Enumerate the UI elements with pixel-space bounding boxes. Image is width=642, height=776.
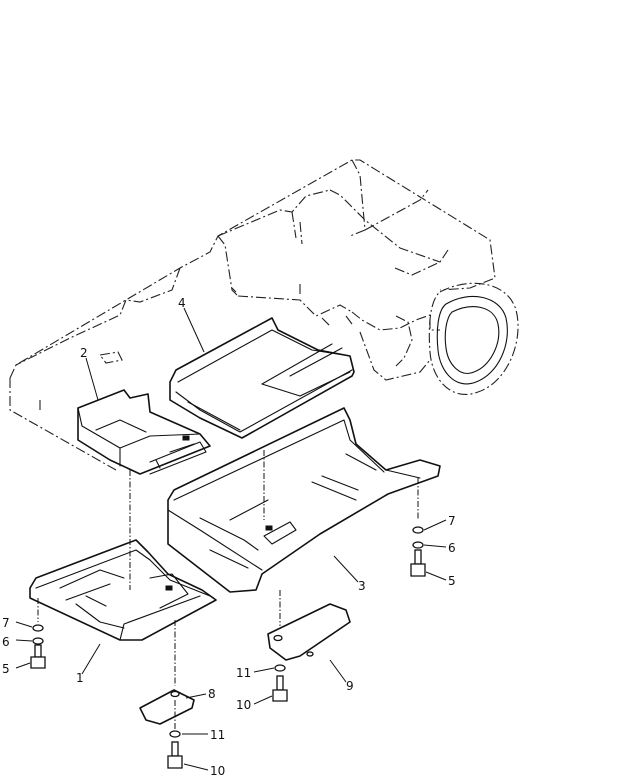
bolt-stack-left xyxy=(30,624,46,669)
callout-1: 1 xyxy=(76,671,84,685)
part-8-plate xyxy=(139,689,195,725)
rear-frame-opening xyxy=(428,282,519,395)
callout-9: 9 xyxy=(346,679,354,693)
callout-10-plate-8: 10 xyxy=(210,764,225,776)
part-9-plate xyxy=(267,603,351,661)
callout-8: 8 xyxy=(208,687,216,701)
callout-2: 2 xyxy=(80,346,88,360)
part-4-upper-cover xyxy=(169,317,355,439)
part-2-inner-cover xyxy=(77,389,211,475)
assembly-centerlines xyxy=(37,450,419,730)
callout-5-left: 5 xyxy=(2,662,10,676)
callout-labels: 2 4 3 1 7 6 5 7 6 5 9 11 10 8 11 10 xyxy=(2,296,456,776)
callout-11-plate-9: 11 xyxy=(236,666,251,680)
bolt-stack-plate-8 xyxy=(167,730,183,769)
callout-3: 3 xyxy=(358,579,366,593)
callout-6-right: 6 xyxy=(448,541,456,555)
bolt-stack-plate-9 xyxy=(272,664,288,702)
leader-lines xyxy=(15,307,447,771)
callout-4: 4 xyxy=(178,296,186,310)
callout-5-right: 5 xyxy=(448,574,456,588)
callout-10-plate-9: 10 xyxy=(236,698,251,712)
callout-7-left: 7 xyxy=(2,616,10,630)
callout-7-right: 7 xyxy=(448,514,456,528)
machine-frame-phantom xyxy=(9,159,496,471)
part-3-undercover xyxy=(167,407,441,593)
bolt-stack-right xyxy=(410,526,426,577)
callout-6-left: 6 xyxy=(2,635,10,649)
callout-11-plate-8: 11 xyxy=(210,728,225,742)
part-1-undercover xyxy=(29,539,217,641)
